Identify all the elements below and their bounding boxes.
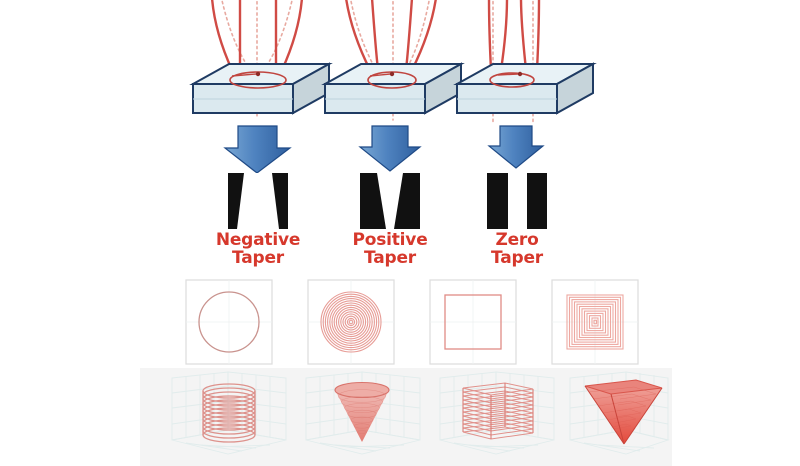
slab-side-zero — [556, 62, 594, 115]
arrow-zero — [487, 125, 545, 169]
plot-cone — [305, 371, 421, 455]
kerf-label-negative-line1: Negative — [215, 230, 301, 250]
arrow-positive — [358, 125, 422, 172]
kerf-positive — [360, 173, 420, 229]
substrate-block-positive — [321, 0, 465, 121]
focus-point-negative — [255, 71, 261, 77]
plot-cuboid-edges — [462, 383, 534, 439]
plot-pyramid-layers — [588, 386, 657, 430]
pattern-circle-spiral — [307, 279, 395, 365]
pattern-square-grid — [430, 280, 516, 364]
kerf-zero — [487, 173, 547, 229]
pattern-square-path — [444, 294, 502, 350]
plot-cuboid — [439, 371, 555, 455]
substrate-block-zero — [453, 0, 597, 123]
pattern-circle-spiral-path — [320, 291, 382, 353]
kerf-label-negative-line2: Taper — [232, 247, 284, 268]
kerf-label-zero-line2: Taper — [491, 247, 543, 268]
substrate-block-negative — [189, 0, 333, 119]
kerf-void-zero — [508, 173, 527, 229]
pattern-circle-path — [198, 291, 260, 353]
kerf-label-zero-line1: Zero — [495, 230, 539, 250]
kerf-label-positive-line1: Positive — [352, 230, 428, 250]
plot-cone-top — [334, 381, 390, 399]
focus-point-positive — [389, 71, 395, 77]
plot-pyramid-body — [585, 380, 662, 444]
pattern-square — [429, 279, 517, 365]
kerf-void-negative — [237, 173, 279, 229]
pattern-circle-grid — [186, 280, 272, 364]
scan-arrow-positive — [369, 73, 391, 77]
plot-cone-body — [335, 390, 389, 442]
pattern-circle — [185, 279, 273, 365]
kerf-label-positive-line2: Taper — [364, 247, 416, 268]
pattern-square-spiral-grid — [552, 280, 638, 364]
kerf-label-negative: Negative Taper — [198, 230, 318, 268]
kerf-void-positive — [377, 173, 403, 229]
scan-arrow-zero — [497, 73, 519, 76]
plot-cylinder-rings — [202, 383, 256, 443]
scan-circle-zero — [489, 72, 535, 88]
plot-cone-layers — [337, 389, 387, 434]
pattern-square-spiral — [551, 279, 639, 365]
kerf-label-positive: Positive Taper — [330, 230, 450, 268]
focus-point-zero — [517, 71, 523, 77]
plot-pyramid-edges — [584, 385, 663, 445]
scan-arrow-negative — [231, 73, 257, 77]
arrow-negative — [223, 125, 292, 174]
kerf-negative — [228, 173, 288, 229]
plot-cylinder — [171, 371, 287, 455]
plot-cylinder-grid — [171, 371, 287, 455]
kerf-label-zero: Zero Taper — [457, 230, 577, 268]
pattern-square-spiral-path — [566, 294, 624, 350]
plot-pyramid — [569, 371, 670, 455]
